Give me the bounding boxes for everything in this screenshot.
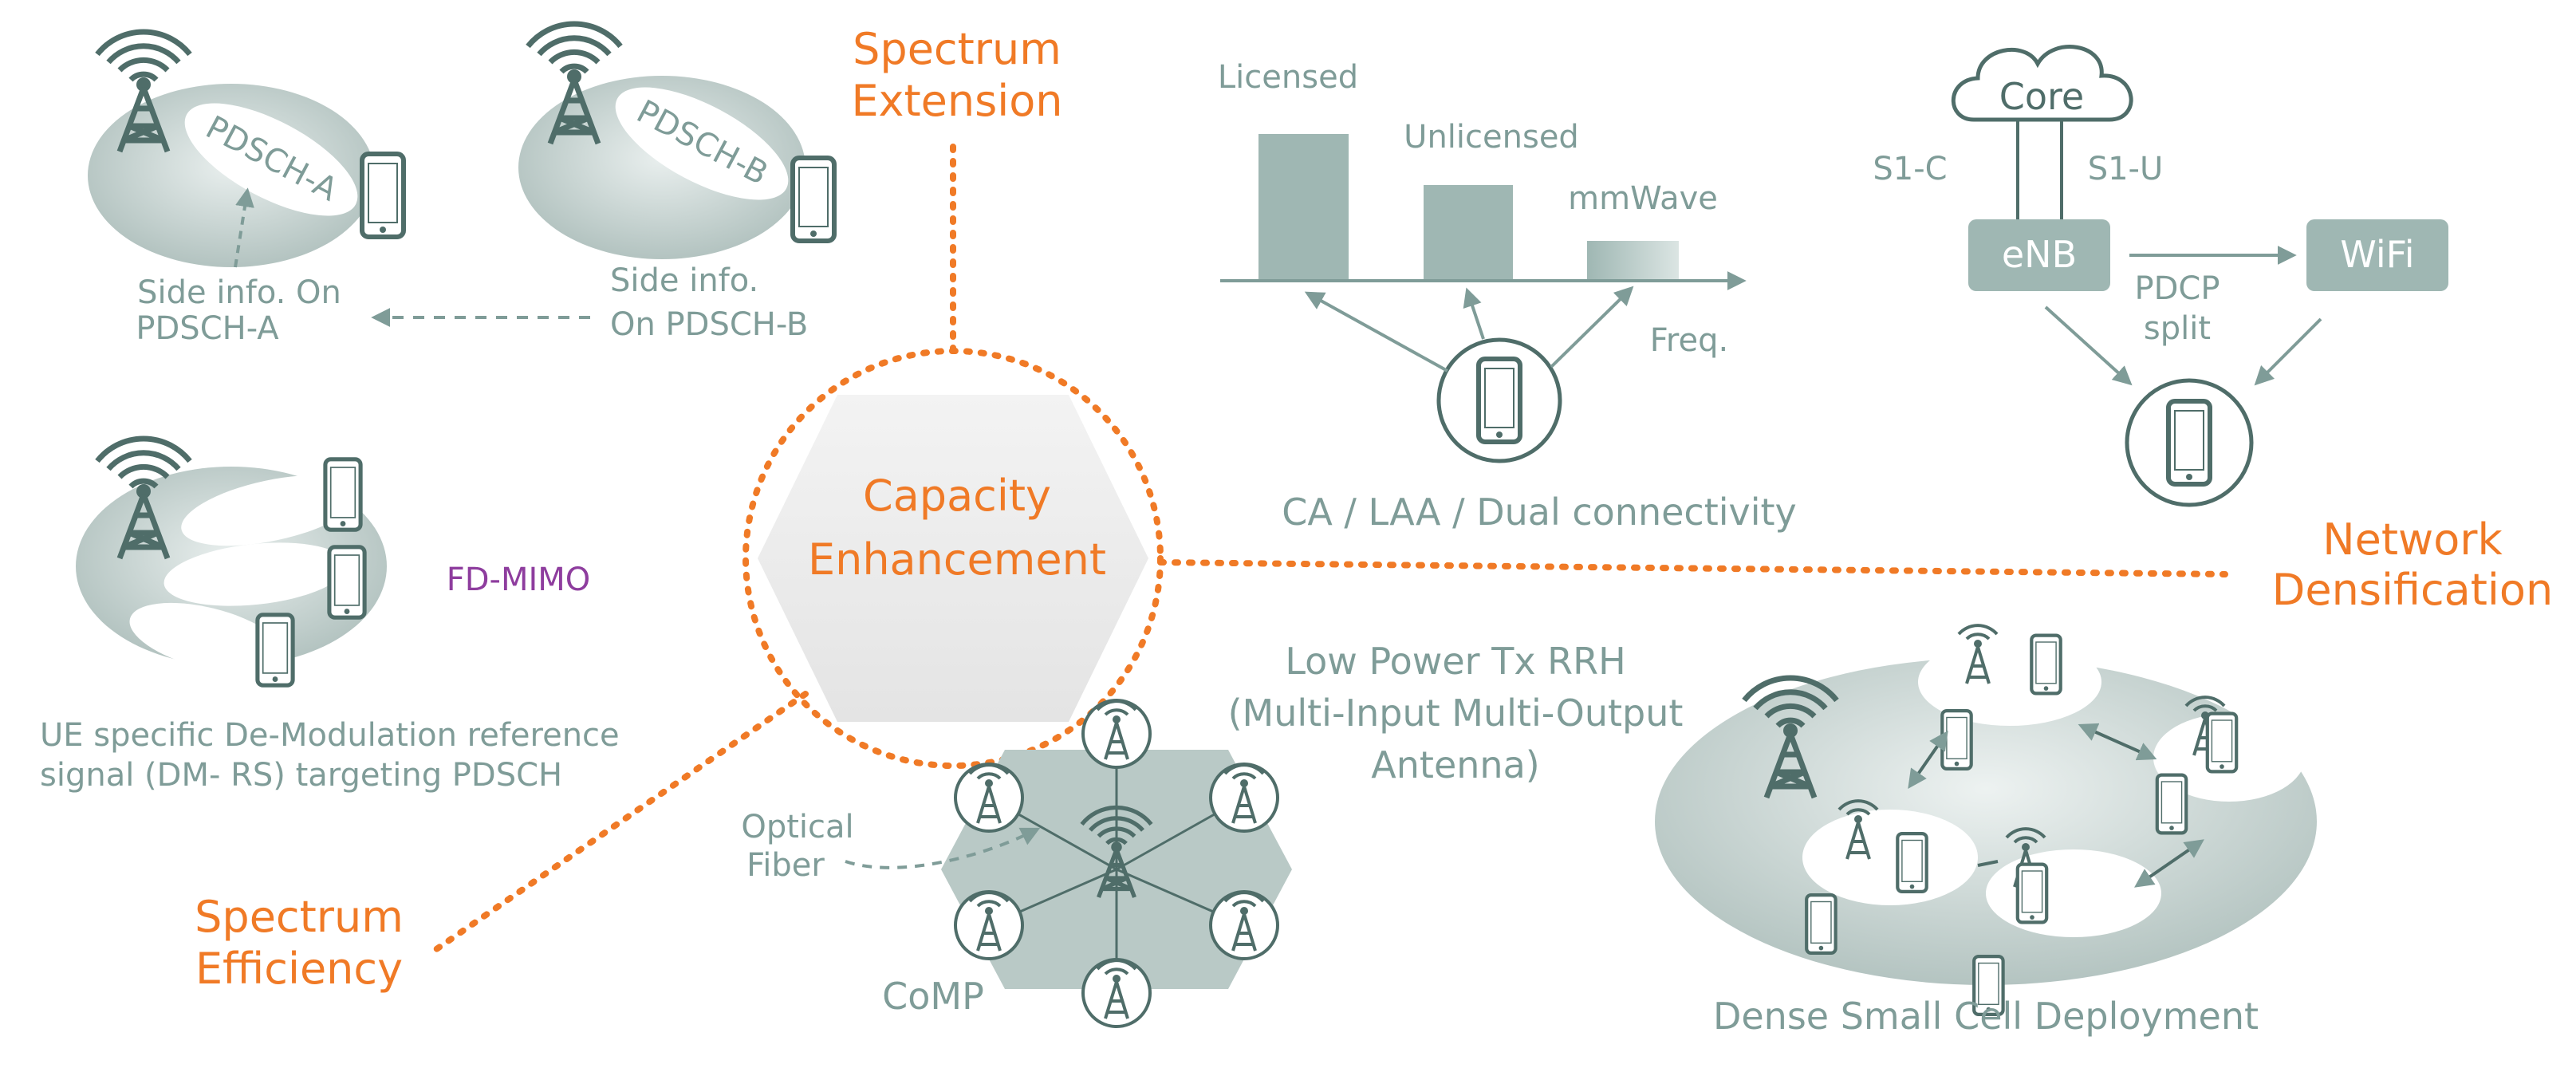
phone-icon [325,459,360,530]
pdcp-line2: split [2144,310,2211,347]
enb-box [1968,219,2110,291]
rrh-line3: Antenna) [1371,743,1539,786]
rrh-nodes [954,699,1279,1028]
spectrum-efficiency-line2: Efficiency [195,944,403,994]
theme-spectrum-efficiency: Spectrum Efficiency [195,892,404,994]
rrh-line2: (Multi-Input Multi-Output [1228,692,1684,735]
carrier-aggregation-panel: Licensed Unlicensed mmWave Freq. CA / LA… [1218,59,1797,534]
pdsch-b-cell: PDSCH-B Side info. On PDSCH-B [518,24,834,343]
network-densification-line1: Network [2322,514,2503,565]
optical-fiber-line1: Optical [741,809,853,845]
capacity-enhancement-hub: Capacity Enhancement [742,348,1164,769]
phone-icon [258,615,293,685]
phone-icon [2168,401,2210,484]
comp-cluster: Low Power Tx RRH (Multi-Input Multi-Outp… [741,640,1684,1028]
center-title-line1: Capacity [863,471,1051,521]
link-unlicensed-arrow [1463,287,1485,340]
center-hexagon [758,395,1148,722]
comp-label: CoMP [882,975,984,1018]
link-arrow [1908,731,1948,789]
phone-icon [2018,865,2046,923]
center-title-line2: Enhancement [808,534,1106,585]
side-info-a-line1: Side info. On [137,274,341,311]
phone-icon [2157,775,2186,834]
network-densification-line2: Densification [2272,565,2553,615]
mmwave-label: mmWave [1568,180,1718,217]
licensed-bar [1258,134,1349,279]
small-cell-4 [1986,849,2161,937]
cloud-icon [1951,45,2133,122]
spectrum-extension-line1: Spectrum [853,24,1062,74]
optical-fiber-arrow [845,827,1041,869]
link-line [1977,860,1999,867]
phone-icon [1897,834,1926,892]
phone-icon [1942,711,1971,769]
link-arrow [2078,723,2157,761]
s1u-label: S1-U [2088,151,2164,187]
ca-caption: CA / LAA / Dual connectivity [1282,491,1797,534]
small-cell-3 [1802,810,1978,905]
fd-mimo-cell: FD-MIMO UE specific De-Modulation refere… [40,439,620,794]
phone-icon [1479,359,1520,442]
core-label: Core [1999,75,2084,118]
pdsch-a-cell: PDSCH-A Side info. On PDSCH-A [88,32,404,347]
rrh-line1: Low Power Tx RRH [1285,640,1625,683]
pdsch-a-beam [184,103,358,216]
theme-network-densification: Network Densification [2272,514,2553,615]
unlicensed-bar [1424,185,1513,279]
theme-spectrum-extension: Spectrum Extension [851,24,1062,126]
dense-caption: Dense Small Cell Deployment [1713,995,2259,1038]
link-arrow [2134,839,2204,888]
beam-2 [163,542,347,606]
dmrs-caption-line1: UE specific De-Modulation reference [40,717,620,754]
mmwave-bar [1587,241,1679,279]
phone-icon [793,158,834,241]
theme-connectors [427,140,2228,956]
connector-efficiency [427,691,809,956]
fd-mimo-label: FD-MIMO [447,562,591,598]
optical-fiber-line2: Fiber [746,847,825,884]
wifi-box [2306,219,2448,291]
wifi-label: WiFi [2340,233,2414,276]
phone-icon [329,547,364,617]
unlicensed-label: Unlicensed [1404,119,1579,156]
enb-label: eNB [2002,233,2077,276]
link-mmwave-arrow [1550,286,1634,368]
beam-3 [129,602,286,674]
s1c-label: S1-C [1873,151,1947,187]
dense-small-cell-deployment: Dense Small Cell Deployment [1655,624,2317,1038]
spectrum-efficiency-line1: Spectrum [195,892,404,942]
licensed-label: Licensed [1218,59,1358,96]
connector-densification [1157,559,2228,577]
freq-label: Freq. [1650,322,1728,359]
pdcp-split-architecture: Core S1-C S1-U eNB WiFi PDCP split [1873,45,2448,507]
link-licensed-arrow [1304,291,1448,372]
side-info-arrow-a [234,187,254,268]
enb-to-ue-arrow [2044,305,2133,386]
dmrs-caption-line2: signal (DM- RS) targeting PDSCH [40,757,562,794]
pdcp-line1: PDCP [2135,270,2220,307]
side-info-a-line2: PDSCH-A [136,310,279,347]
spectrum-extension-line2: Extension [851,76,1062,126]
phone-icon [1806,895,1835,953]
wifi-to-ue-arrow [2254,317,2322,386]
side-info-b-line1: Side info. [610,262,758,299]
beam-1 [181,475,361,546]
pdsch-b-beam [615,87,789,200]
phone-icon [362,154,404,237]
phone-icon [2031,636,2060,694]
side-info-b-line2: On PDSCH-B [610,306,808,343]
phone-icon [2208,714,2236,772]
